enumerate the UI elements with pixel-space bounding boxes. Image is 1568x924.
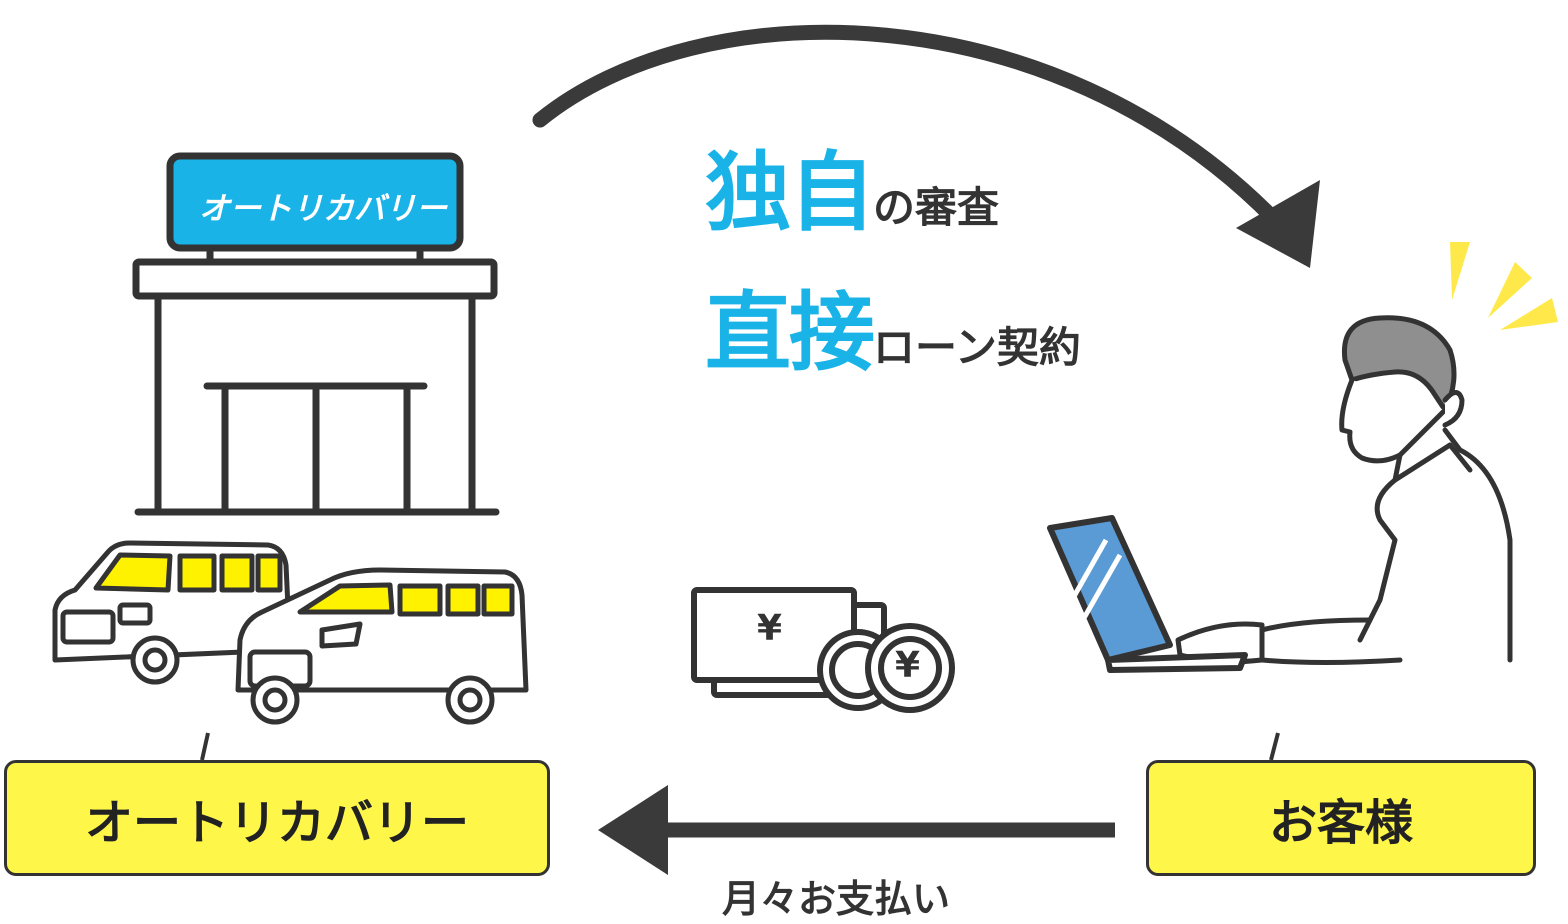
customer-label-text: お客様 [1268, 795, 1413, 851]
company-label-text: オートリカバリー [84, 795, 469, 851]
headline-1-emphasis: 独自 [705, 143, 875, 243]
company-label: オートリカバリー [4, 760, 550, 876]
headline-line-2: 直接ローン契約 [705, 262, 1081, 387]
customer-label: お客様 [1146, 760, 1536, 876]
customer-person [1175, 315, 1513, 665]
compact-car [52, 540, 293, 685]
store-sign-text: オートリカバリー [199, 191, 447, 227]
money-illustration [691, 587, 955, 713]
payment-caption: 月々お支払い [722, 877, 951, 921]
customer-label-tail [1269, 732, 1280, 761]
headline-2-emphasis: 直接 [705, 283, 875, 383]
company-label-tail [200, 732, 210, 761]
top-curved-arrow [532, 24, 1320, 268]
minivan-car [235, 567, 529, 725]
headline-2-rest: ローン契約 [873, 323, 1081, 372]
headline-1-rest: の審査 [873, 183, 1000, 232]
payment-arrow [598, 785, 1115, 875]
bill-yen-symbol: ¥ [757, 608, 783, 649]
coin-yen-symbol: ¥ [895, 645, 921, 686]
surprise-marks [1450, 242, 1558, 330]
store-building [132, 152, 500, 516]
headline-line-1: 独自の審査 [705, 122, 999, 247]
laptop [1047, 515, 1248, 673]
